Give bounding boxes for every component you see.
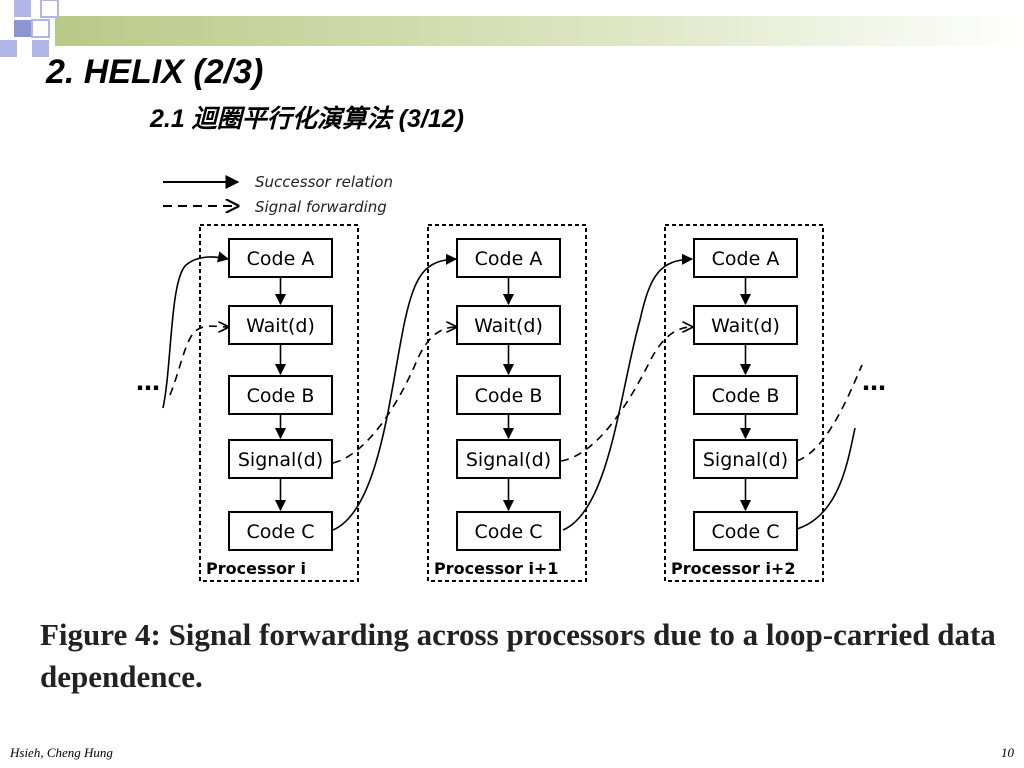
- processor-boundary: [199, 224, 359, 582]
- decor-square: [0, 40, 17, 57]
- decor-square: [40, 0, 59, 18]
- processor-column: Code A Wait(d) Code B Signal(d) Code C Proces…: [427, 224, 587, 582]
- successor-relations: [162, 251, 856, 531]
- signal-arrow-out: [796, 364, 863, 462]
- code-block: [693, 511, 798, 551]
- code-block-label: Wait(d): [474, 315, 543, 337]
- title-gradient-bar: [55, 16, 1024, 46]
- figure-caption: Figure 4: Signal forwarding across proce…: [40, 617, 996, 694]
- processor-label: Processor i+2: [671, 559, 795, 578]
- decor-square: [14, 0, 31, 17]
- code-block-label: Signal(d): [238, 449, 323, 471]
- code-block-label: Code C: [712, 521, 780, 543]
- code-block: [456, 305, 561, 345]
- code-block-label: Wait(d): [711, 315, 780, 337]
- successor-arrow-in: [162, 251, 230, 409]
- decor-square: [31, 19, 50, 38]
- signal-arrow-i1-to-i2: [560, 327, 692, 462]
- code-block: [228, 511, 333, 551]
- code-block: [456, 439, 561, 479]
- code-block-label: Signal(d): [466, 449, 551, 471]
- code-block-label: Code C: [475, 521, 543, 543]
- processor-label: Processor i: [206, 559, 306, 578]
- code-block: [693, 305, 798, 345]
- code-block-label: Code B: [247, 385, 315, 407]
- code-block: [456, 238, 561, 278]
- slide-title: 2. HELIX (2/3): [46, 53, 264, 91]
- code-block-label: Code B: [712, 385, 780, 407]
- legend-label-successor: Successor relation: [255, 173, 393, 191]
- code-block: [693, 238, 798, 278]
- code-block-label: Code A: [475, 248, 543, 270]
- signal-arrow-i-to-i1: [332, 327, 456, 464]
- legend-label-signal: Signal forwarding: [255, 198, 387, 216]
- processor-column: Code A Wait(d) Code B Signal(d) Code C Proces…: [199, 224, 359, 582]
- code-block-label: Signal(d): [703, 449, 788, 471]
- successor-arrow-i-to-i1: [332, 253, 458, 531]
- code-block: [693, 439, 798, 479]
- slide-subtitle: 2.1 迴圈平行化演算法 (3/12): [150, 105, 464, 133]
- processor-column: Code A Wait(d) Code B Signal(d) Code C Proces…: [664, 224, 824, 582]
- processor-boundary: [664, 224, 824, 582]
- processor-label: Processor i+1: [434, 559, 558, 578]
- decor-square: [32, 40, 49, 57]
- code-block: [456, 511, 561, 551]
- code-block-label: Code A: [247, 248, 315, 270]
- signal-forwarding: [169, 326, 863, 464]
- decor-square: [14, 20, 31, 37]
- code-block-label: Code A: [712, 248, 780, 270]
- code-block: [693, 375, 798, 415]
- successor-arrow-out: [796, 427, 856, 530]
- signal-arrow-in: [169, 326, 228, 396]
- helix-figure: Successor relation Signal forwarding Cod…: [136, 173, 886, 582]
- code-block-label: Code C: [247, 521, 315, 543]
- ellipsis-left: …: [136, 368, 160, 396]
- code-block-label: Code B: [475, 385, 543, 407]
- code-block-label: Wait(d): [246, 315, 315, 337]
- processor-boundary: [427, 224, 587, 582]
- figure-legend: Successor relation Signal forwarding: [163, 173, 393, 216]
- footer-author: Hsieh, Cheng Hung: [10, 745, 113, 760]
- title-decoration-bar: [0, 0, 1024, 57]
- successor-arrow-i1-to-i2: [562, 253, 694, 531]
- code-block: [228, 375, 333, 415]
- ellipsis-right: …: [862, 368, 886, 396]
- footer-page-number: 10: [1001, 745, 1014, 760]
